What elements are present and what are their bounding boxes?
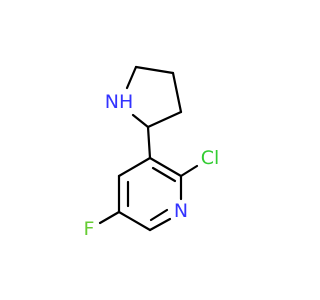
bond-c5py-f [98,210,121,225]
bond-c4py-c3py [117,156,152,178]
bond-c2py-cl [179,164,199,178]
bond-c5-n1 [125,65,138,90]
f-atom-label: F [84,218,95,240]
cl-atom-label: Cl [201,147,220,169]
nh-atom-label: NH [105,91,134,113]
bond-c3py-c2py [148,156,183,178]
bond-c3-c4 [171,71,183,114]
bond-c3py-c2py-inner [151,166,177,183]
molecule-structure: NH Cl N F [84,65,220,240]
bond-c2-c3 [146,110,183,129]
bond-c4-c5 [134,65,175,75]
bond-c2-pyridine [146,125,152,160]
bond-n-c6-inner [149,208,169,222]
n-atom-label: N [174,200,188,222]
bond-c6-c5py [117,210,152,232]
bond-n-c6 [148,217,172,232]
bond-n1-c2 [131,113,150,129]
